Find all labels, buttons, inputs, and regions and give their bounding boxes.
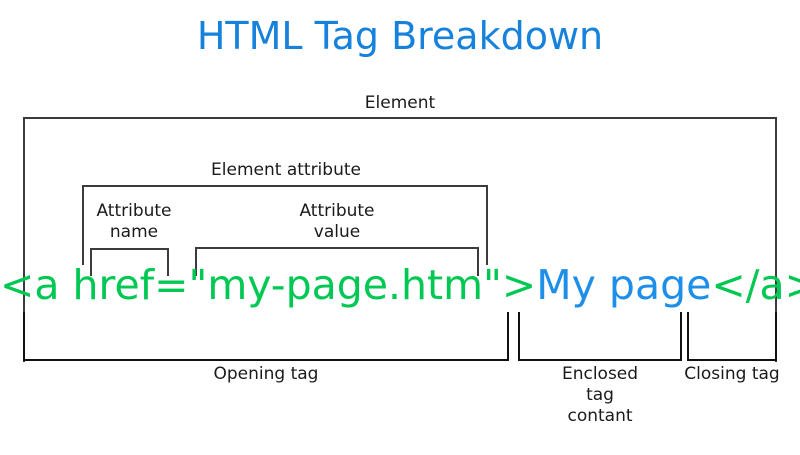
label-element-attribute: Element attribute [211,160,361,180]
label-enclosed-tag-content: Enclosed tag contant [561,364,639,426]
page-title: HTML Tag Breakdown [196,14,604,58]
label-opening-tag: Opening tag [213,364,319,384]
bracket-element-attribute [82,185,488,265]
label-attribute-value: Attribute value [299,201,375,242]
bracket-element [23,117,777,362]
bracket-enclosed-tag-content [518,312,682,361]
label-element: Element [364,93,436,113]
code-enclosed-content: My page [536,261,712,309]
bracket-attribute-value [195,247,479,276]
code-closing-tag: </a> [711,261,800,309]
code-opening-tag: <a href="my-page.htm"> [0,261,537,309]
label-attribute-name: Attribute name [96,201,172,242]
code-snippet: <a href="my-page.htm">My page</a> [0,261,800,309]
bracket-closing-tag [687,312,777,361]
label-closing-tag: Closing tag [684,364,780,384]
bracket-attribute-name [90,248,169,276]
bracket-opening-tag [23,312,509,361]
